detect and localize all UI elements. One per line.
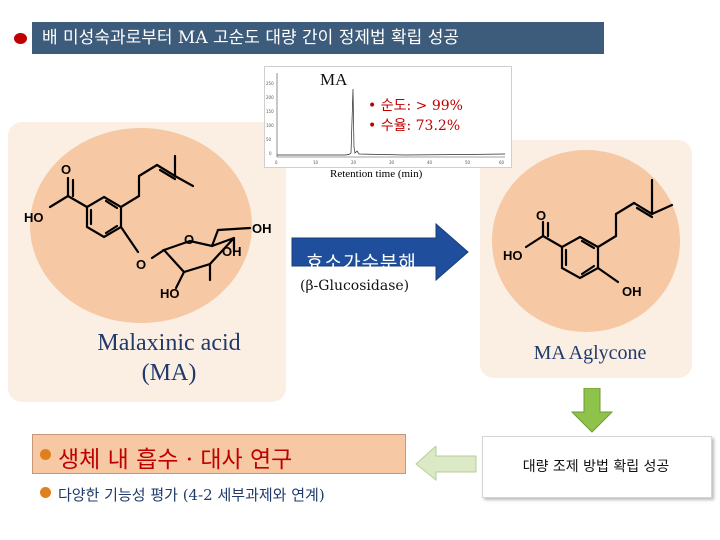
peak-label: MA <box>320 70 348 89</box>
ma-atom-ho-bottom: HO <box>160 286 180 301</box>
x-tick: 0 <box>275 160 278 165</box>
success-box <box>482 436 712 498</box>
agly-atom-ho: HO <box>503 248 523 263</box>
x-axis-label: Retention time (min) <box>330 168 423 180</box>
x-tick: 40 <box>427 160 433 165</box>
enzyme-label: (β-Glucosidase) <box>300 278 410 294</box>
ma-atom-o: O <box>61 162 72 177</box>
ma-name: Malaxinic acid (MA) <box>58 328 280 388</box>
y-tick: 0 <box>269 151 272 156</box>
ma-halo <box>30 128 252 323</box>
chromatogram-trace <box>277 88 506 156</box>
ma-atom-o-link: O <box>136 257 147 272</box>
x-tick: 20 <box>351 160 357 165</box>
purity-bullets: • 순도: > 99% • 수율: 73.2% <box>368 96 463 136</box>
x-tick: 30 <box>389 160 395 165</box>
yield-item: • 수율: 73.2% <box>368 118 461 134</box>
x-tick: 60 <box>499 160 505 165</box>
x-tick: 50 <box>465 160 471 165</box>
left-arrow <box>415 446 477 482</box>
agly-atom-oh: OH <box>622 284 642 299</box>
absorb-box <box>32 434 406 474</box>
y-tick: 100 <box>266 123 274 128</box>
absorb-bullet <box>40 449 51 460</box>
evaluation-label: 다양한 기능성 평가 (4-2 세부과제와 연계) <box>58 486 325 504</box>
ma-atom-o-ring: O <box>184 232 195 247</box>
absorb-label: 생체 내 흡수 · 대사 연구 <box>58 447 293 473</box>
ma-atom-ho: HO <box>24 210 44 225</box>
ma-atom-oh-mid: OH <box>222 244 242 259</box>
reaction-arrow <box>291 222 469 282</box>
y-tick: 200 <box>266 95 274 100</box>
ma-atom-oh-top: OH <box>252 221 272 236</box>
ma-name-line1: Malaxinic acid <box>97 330 241 356</box>
reaction-arrow-label: 효소가수분해 <box>306 252 417 274</box>
aglycone-halo <box>492 150 680 332</box>
chromatogram: 250 200 150 100 50 0 0 10 20 30 40 50 60 <box>264 66 512 168</box>
eval-bullet <box>40 487 51 498</box>
y-tick: 250 <box>266 81 274 86</box>
agly-atom-o: O <box>536 208 547 223</box>
aglycone-name: MA Aglycone <box>533 342 647 364</box>
down-arrow <box>570 388 614 433</box>
x-tick: 10 <box>313 160 319 165</box>
purity-item: • 순도: > 99% <box>368 98 463 114</box>
title-bullet <box>14 33 27 44</box>
success-label: 대량 조제 방법 확립 성공 <box>522 459 670 475</box>
ma-name-line2: (MA) <box>141 360 197 386</box>
y-tick: 50 <box>266 137 272 142</box>
page-title: 배 미성숙과로부터 MA 고순도 대량 간이 정제법 확립 성공 <box>32 22 604 54</box>
y-tick: 150 <box>266 109 274 114</box>
